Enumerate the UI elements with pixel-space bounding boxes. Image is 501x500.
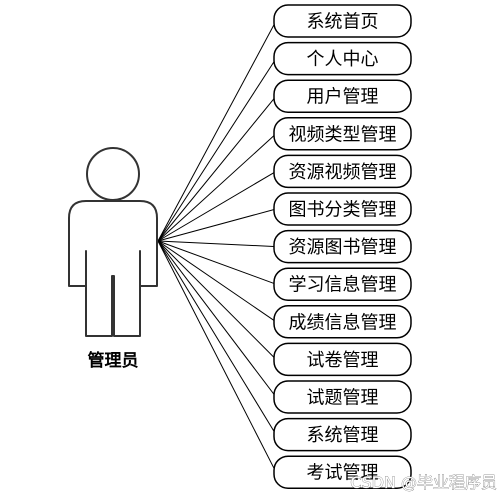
use-case-label: 图书分类管理 <box>289 200 397 221</box>
use-case-label: 视频类型管理 <box>289 124 397 145</box>
use-case-oval <box>273 342 412 377</box>
use-case-item: 系统首页 <box>273 4 412 38</box>
association-line <box>157 240 277 323</box>
use-case-label: 试卷管理 <box>307 350 379 371</box>
association-line <box>157 240 277 435</box>
use-case-item: 图书分类管理 <box>273 192 412 226</box>
use-case-label: 个人中心 <box>307 49 379 70</box>
actor-figure-icon <box>68 147 158 337</box>
use-case-oval <box>273 41 412 76</box>
association-lines <box>157 20 277 473</box>
use-case-oval <box>273 380 412 414</box>
use-case-item: 考试管理 <box>273 455 412 489</box>
association-line <box>157 208 277 242</box>
use-case-label: 资源视频管理 <box>289 162 397 183</box>
use-case-item: 学习信息管理 <box>273 267 412 301</box>
use-case-label: 考试管理 <box>307 463 379 484</box>
use-case-label: 用户管理 <box>307 87 379 108</box>
use-case-label: 系统首页 <box>307 12 379 33</box>
use-case-oval <box>273 154 412 189</box>
use-case-item: 用户管理 <box>273 79 412 113</box>
association-line <box>157 58 277 242</box>
use-case-oval <box>273 79 412 113</box>
association-line <box>157 133 277 242</box>
use-case-label: 成绩信息管理 <box>289 312 397 333</box>
use-case-item: 试题管理 <box>273 380 412 414</box>
use-case-oval <box>273 4 412 38</box>
use-case-oval <box>273 305 412 339</box>
use-case-label: 试题管理 <box>307 388 379 409</box>
use-case-item: 系统管理 <box>273 417 412 452</box>
association-line <box>157 240 277 285</box>
use-case-item: 试卷管理 <box>273 342 412 377</box>
association-line <box>157 240 277 360</box>
use-case-label: 系统管理 <box>307 425 379 446</box>
association-line <box>157 20 277 242</box>
use-case-oval <box>273 417 412 452</box>
actor-body <box>68 200 158 337</box>
use-case-item: 个人中心 <box>273 41 412 76</box>
association-line <box>157 95 277 242</box>
use-case-item: 成绩信息管理 <box>273 305 412 339</box>
use-case-list: 系统首页个人中心用户管理视频类型管理资源视频管理图书分类管理资源图书管理学习信息… <box>273 4 412 489</box>
actor-label: 管理员 <box>88 350 139 371</box>
association-line <box>157 240 277 248</box>
use-case-label: 学习信息管理 <box>289 275 397 296</box>
use-case-oval <box>273 267 412 301</box>
use-case-oval <box>273 455 412 489</box>
use-case-oval <box>273 192 412 226</box>
use-case-oval <box>273 229 412 264</box>
watermark: CSDN @毕业程序员 <box>350 473 497 492</box>
use-case-item: 视频类型管理 <box>273 117 412 151</box>
association-line <box>157 240 277 473</box>
use-case-label: 资源图书管理 <box>289 237 397 258</box>
use-case-item: 资源图书管理 <box>273 229 412 264</box>
actor-head <box>86 147 140 201</box>
association-line <box>157 170 277 242</box>
use-case-item: 资源视频管理 <box>273 154 412 189</box>
use-case-oval <box>273 117 412 151</box>
association-line <box>157 240 277 398</box>
